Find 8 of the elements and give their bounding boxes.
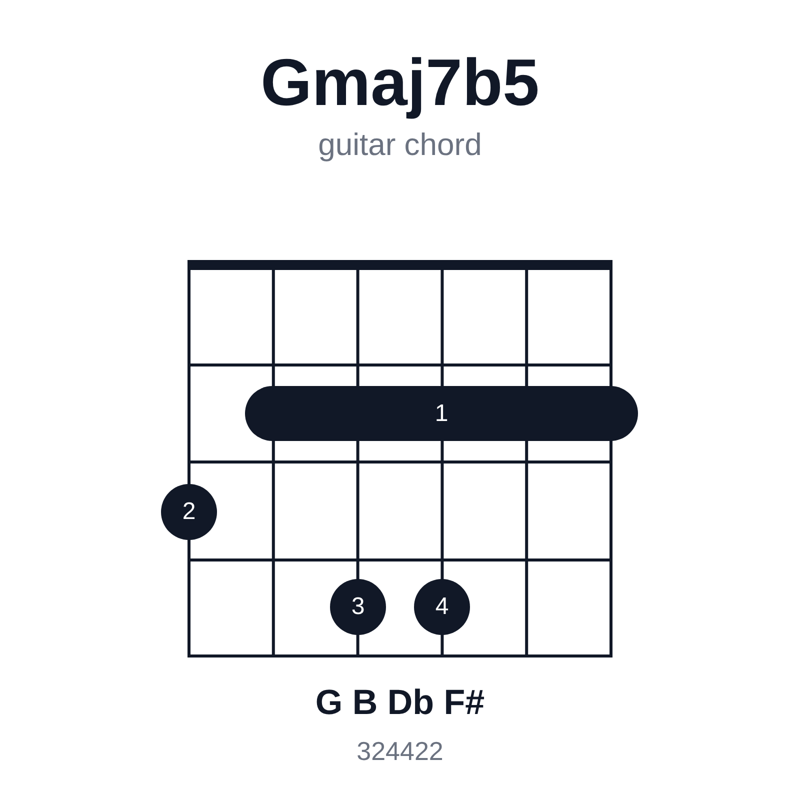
finger-number: 3 [351,595,365,619]
chord-notes: G B Db F# [314,682,486,724]
finger-number: 1 [434,402,448,426]
finger-number: 4 [435,595,449,619]
chord-title: Gmaj7b5 [260,44,540,121]
subtitle: guitar chord [317,126,483,164]
fingering-code: 324422 [356,735,444,767]
finger-number: 2 [182,500,196,524]
